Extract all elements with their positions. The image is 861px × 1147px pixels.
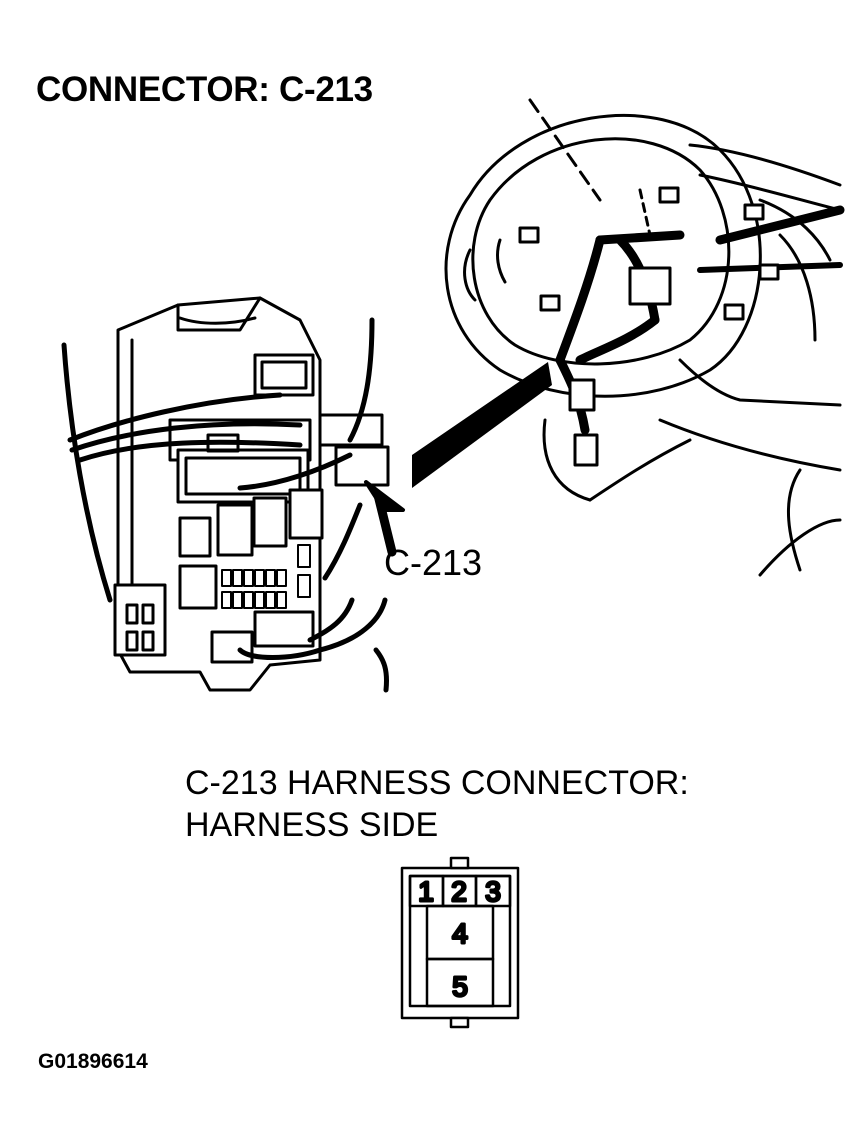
connector-heading: C-213 HARNESS CONNECTOR: HARNESS SIDE [185, 762, 689, 846]
pin-label: 1 [418, 876, 434, 907]
connector-heading-line2: HARNESS SIDE [185, 806, 439, 844]
mini-fuses [221, 544, 311, 609]
pin-label: 2 [451, 876, 467, 907]
lower-connectors [210, 610, 315, 664]
connector-heading-line1: C-213 HARNESS CONNECTOR: [185, 764, 689, 802]
pin-label: 3 [485, 876, 501, 907]
dash-clips [518, 186, 780, 467]
relays [178, 488, 324, 610]
figure-id: G01896614 [38, 1050, 148, 1073]
pin-5-cell [425, 957, 495, 1008]
diagram-title: CONNECTOR: C-213 [36, 70, 373, 109]
pin-label: 5 [452, 971, 468, 1002]
dashboard-outline [542, 143, 842, 577]
pin-label: 4 [452, 918, 468, 949]
connector-callout-label: C-213 [384, 542, 483, 583]
junction-harness-wires [61, 317, 389, 693]
steering-wheel-outline [444, 114, 762, 398]
pointer-arrow [364, 480, 405, 557]
connector-face [400, 856, 520, 1029]
zoom-wedge [412, 362, 552, 488]
